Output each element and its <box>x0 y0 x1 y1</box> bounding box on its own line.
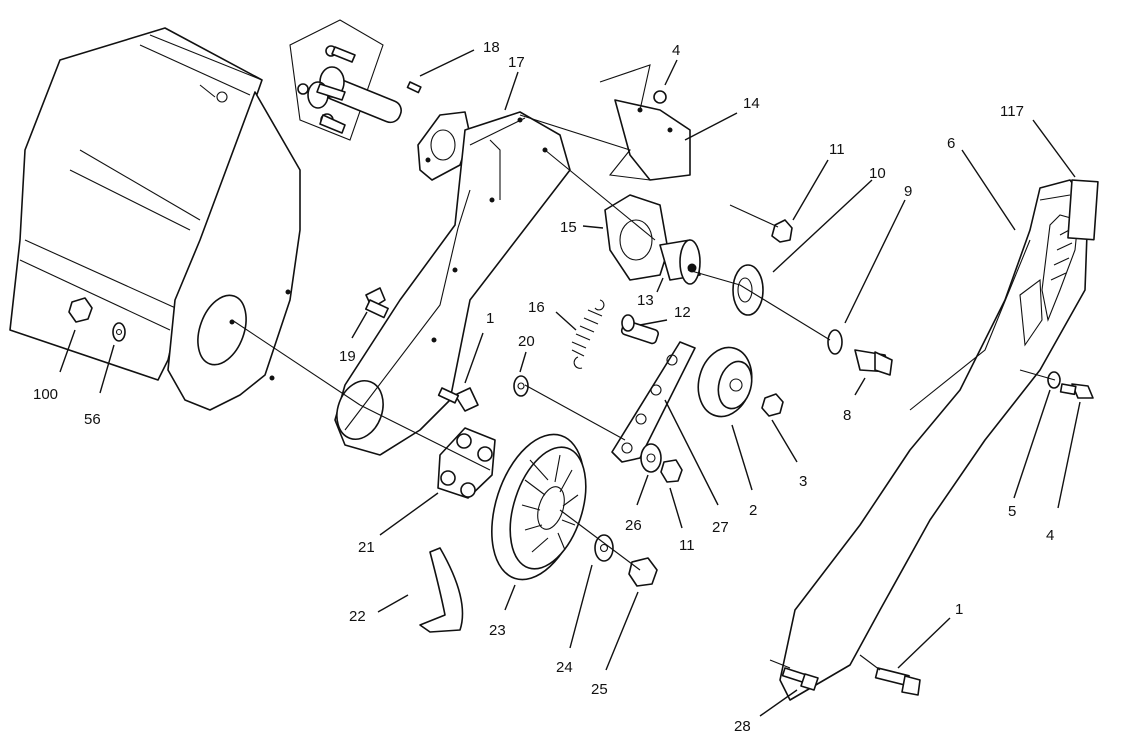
callout-25: 25 <box>591 681 608 698</box>
callout-1-center: 1 <box>486 310 494 327</box>
axle-shaft-assembly <box>289 19 422 141</box>
leader-lines <box>59 49 1081 717</box>
bolt-19 <box>364 287 389 319</box>
idler-pulley <box>697 346 753 418</box>
cover-bracket <box>599 64 691 181</box>
callout-11-bottom: 11 <box>679 537 695 554</box>
callout-21: 21 <box>358 539 375 556</box>
callout-4-right: 4 <box>1046 527 1054 544</box>
nut-11-top <box>771 219 793 243</box>
washer-24 <box>594 534 614 562</box>
bolt-4-right <box>1059 383 1094 399</box>
callout-1-right: 1 <box>955 601 963 618</box>
callout-20: 20 <box>518 333 535 350</box>
bolt-1-right <box>874 667 921 696</box>
callout-10: 10 <box>869 165 886 182</box>
chain-case-plate <box>334 111 571 456</box>
callout-27: 27 <box>712 519 729 536</box>
extension-spring <box>571 299 605 369</box>
washer-9 <box>827 329 843 355</box>
callout-17: 17 <box>508 54 525 71</box>
washer-26 <box>640 443 662 473</box>
callout-19: 19 <box>339 348 356 365</box>
bolt-1-left <box>437 387 479 412</box>
callout-24: 24 <box>556 659 573 676</box>
flange-plate <box>604 194 669 281</box>
callout-16: 16 <box>528 299 545 316</box>
nut-11-bottom <box>660 459 683 483</box>
callout-6: 6 <box>947 135 955 152</box>
washer-20 <box>513 375 529 397</box>
nut-25 <box>628 557 658 587</box>
callout-18: 18 <box>483 39 500 56</box>
callout-labels: 18 17 4 14 117 6 11 10 9 15 13 16 12 20 … <box>33 39 1054 735</box>
callout-28: 28 <box>734 718 751 735</box>
chain-cover <box>779 179 1099 701</box>
callout-100: 100 <box>33 386 58 403</box>
washer-56 <box>112 322 126 342</box>
bearing-hub <box>659 239 701 285</box>
explosion-centerlines <box>231 114 1056 671</box>
bolt-8 <box>854 349 893 376</box>
callout-2: 2 <box>749 502 757 519</box>
belt-guide <box>419 547 464 633</box>
callout-13: 13 <box>637 292 654 309</box>
callout-9: 9 <box>904 183 912 200</box>
callout-11-top: 11 <box>829 141 845 158</box>
callout-56: 56 <box>84 411 101 428</box>
callout-15: 15 <box>560 219 577 236</box>
idler-arm <box>611 341 696 463</box>
callout-12: 12 <box>674 304 691 321</box>
callout-14: 14 <box>743 95 760 112</box>
callout-22: 22 <box>349 608 366 625</box>
callout-23: 23 <box>489 622 506 639</box>
frame-housing <box>9 27 301 411</box>
callout-4-top: 4 <box>672 42 680 59</box>
pivot-bolt-12 <box>620 314 659 345</box>
callout-117: 117 <box>1000 103 1024 120</box>
callout-26: 26 <box>625 517 642 534</box>
callout-5: 5 <box>1008 503 1016 520</box>
screw-28 <box>781 667 819 691</box>
chain-link <box>437 427 496 499</box>
callout-8: 8 <box>843 407 851 424</box>
nut-3 <box>761 393 784 417</box>
callout-3: 3 <box>799 473 807 490</box>
drive-pulley <box>491 433 587 581</box>
nut-100 <box>68 297 93 323</box>
